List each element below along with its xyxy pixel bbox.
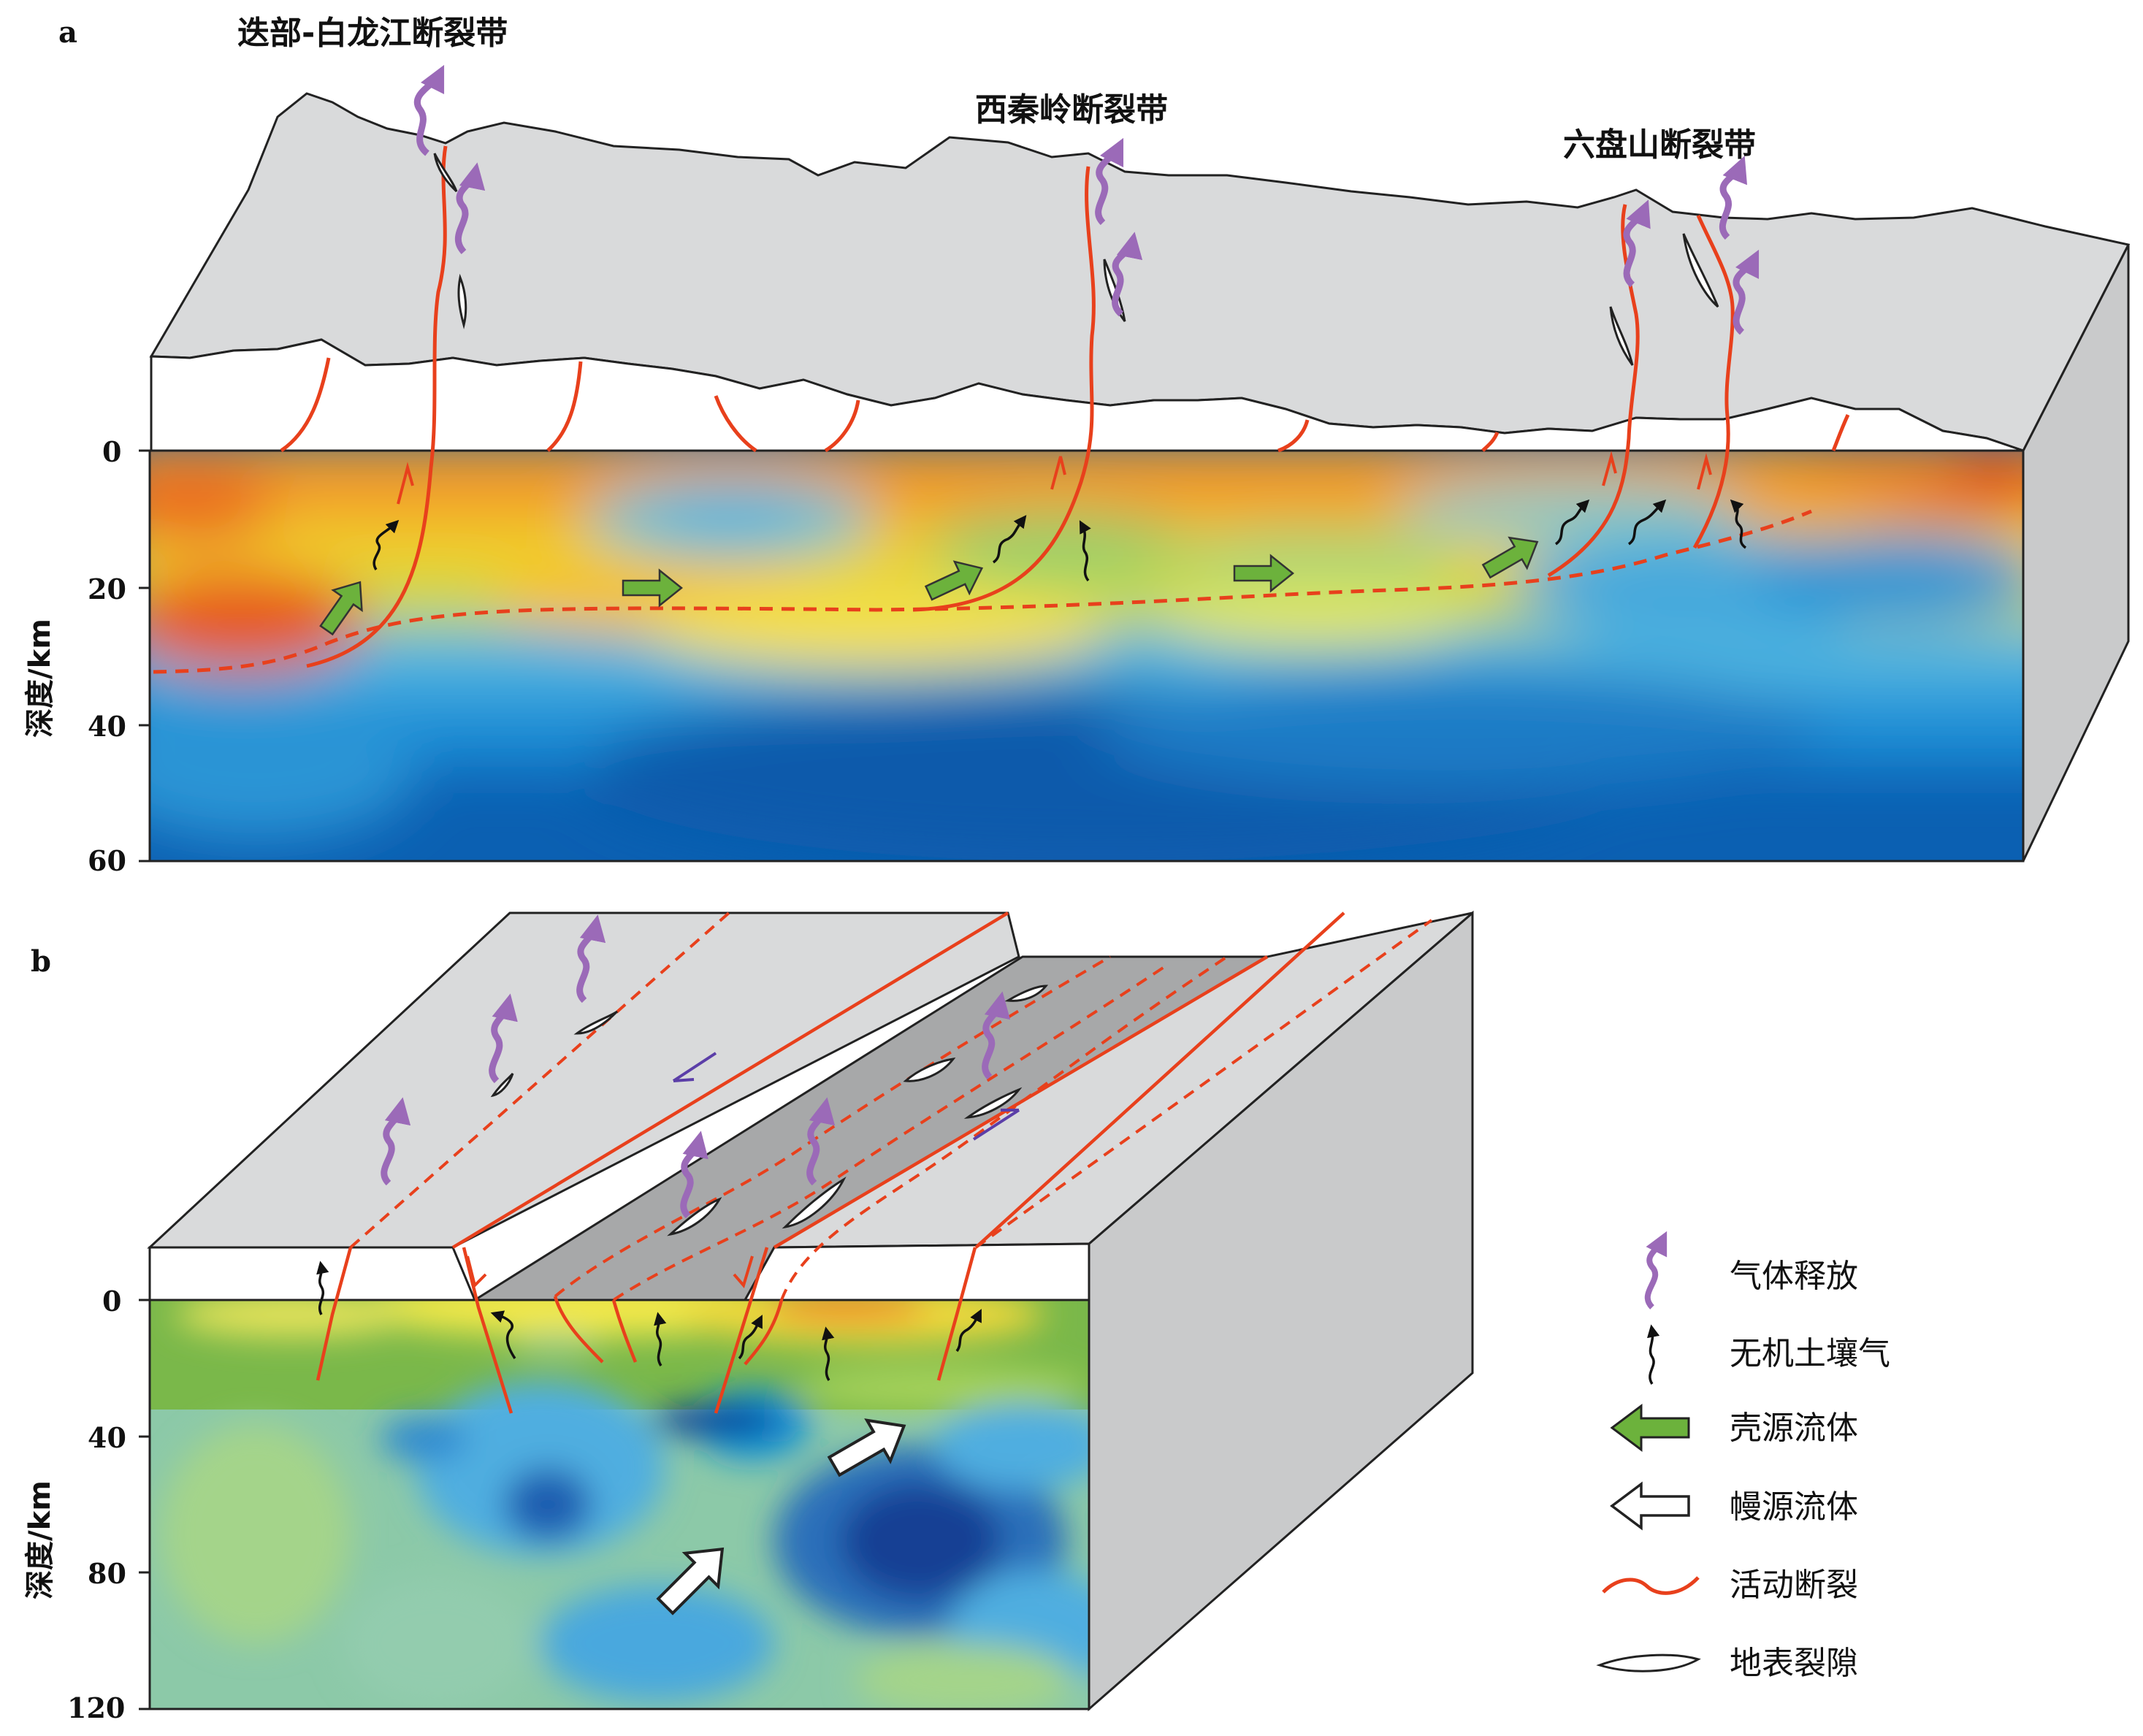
panel-a-letter: a bbox=[58, 15, 77, 50]
tick-a-20: 20 bbox=[88, 573, 126, 605]
block-b-front-left bbox=[148, 1246, 477, 1301]
tick-b-0: 0 bbox=[102, 1285, 121, 1318]
depth-axis-a: 0 20 40 60 深度/km bbox=[23, 435, 150, 877]
gas-release-arrows-b bbox=[381, 914, 1011, 1219]
tick-a-60: 60 bbox=[88, 844, 126, 877]
surface-crack-icon bbox=[1596, 1653, 1701, 1672]
legend-label-surface-crack: 地表裂隙 bbox=[1730, 1645, 1858, 1682]
panel-a: a bbox=[23, 15, 2131, 877]
surface-cracks-b bbox=[490, 984, 1049, 1236]
tomography-b bbox=[150, 1300, 1089, 1709]
fault-label-liupanshan: 六盘山断裂带 bbox=[1563, 126, 1756, 164]
faults-b-dashed bbox=[349, 911, 1433, 1301]
panel-b-letter: b bbox=[31, 944, 51, 979]
depth-axis-b-label: 深度/km bbox=[23, 1480, 57, 1599]
detachment-fault-a bbox=[153, 509, 1812, 674]
block-b-front-right bbox=[743, 1242, 1090, 1301]
tomography-a bbox=[150, 451, 2023, 861]
mantle-fluid-arrows-b bbox=[656, 1418, 906, 1615]
legend-label-mantle-fluid: 幔源流体 bbox=[1730, 1488, 1858, 1526]
tick-a-0: 0 bbox=[102, 435, 121, 468]
tick-b-80: 80 bbox=[88, 1557, 126, 1590]
fault-label-west-qinling: 西秦岭断裂带 bbox=[975, 91, 1168, 129]
fault-slip-marks-b bbox=[466, 1255, 754, 1289]
legend-label-gas: 气体释放 bbox=[1730, 1258, 1858, 1295]
fault-label-diebu-bailongjiang: 迭部-白龙江断裂带 bbox=[237, 15, 508, 52]
fault-slip-marks-a bbox=[397, 451, 1712, 505]
purple-wavy-arrow-icon bbox=[1644, 1231, 1668, 1309]
fault-west-qinling bbox=[912, 166, 1096, 612]
legend-label-crust-fluid: 壳源流体 bbox=[1730, 1410, 1858, 1447]
block-a-front-band bbox=[150, 338, 2024, 452]
white-block-arrow-icon bbox=[1610, 1481, 1690, 1531]
tomography-a-frame bbox=[148, 449, 2025, 863]
tick-a-40: 40 bbox=[88, 710, 126, 743]
crust-fluid-arrows-a bbox=[319, 536, 1539, 636]
green-block-arrow-icon bbox=[1610, 1404, 1690, 1452]
soil-gas-arrows-a bbox=[373, 499, 1747, 582]
tick-b-40: 40 bbox=[88, 1421, 126, 1454]
panel-b: b bbox=[23, 910, 1474, 1724]
depth-axis-a-label: 深度/km bbox=[23, 619, 57, 738]
gas-release-arrows-a bbox=[414, 64, 1760, 335]
red-fault-line-icon bbox=[1602, 1576, 1700, 1595]
surface-cracks-a bbox=[433, 153, 1719, 366]
tomography-b-frame bbox=[148, 1299, 1090, 1710]
fault-diebu-bailongjiang bbox=[306, 145, 448, 668]
strike-slip-arrows-b bbox=[672, 1052, 1020, 1141]
faults-b bbox=[316, 911, 1345, 1414]
legend: 气体释放 无机土壤气 壳源流体 幔源流体 活动断裂 地表裂隙 bbox=[1596, 1231, 1890, 1682]
tick-b-120: 120 bbox=[67, 1691, 125, 1724]
legend-label-active-fault: 活动断裂 bbox=[1730, 1567, 1858, 1604]
soil-gas-arrows-b bbox=[316, 1261, 982, 1381]
fault-liupanshan-2 bbox=[1692, 214, 1735, 549]
legend-label-soil-gas: 无机土壤气 bbox=[1730, 1335, 1890, 1372]
depth-axis-b: 0 40 80 120 深度/km bbox=[23, 1285, 150, 1724]
black-thin-arrow-icon bbox=[1647, 1324, 1660, 1385]
